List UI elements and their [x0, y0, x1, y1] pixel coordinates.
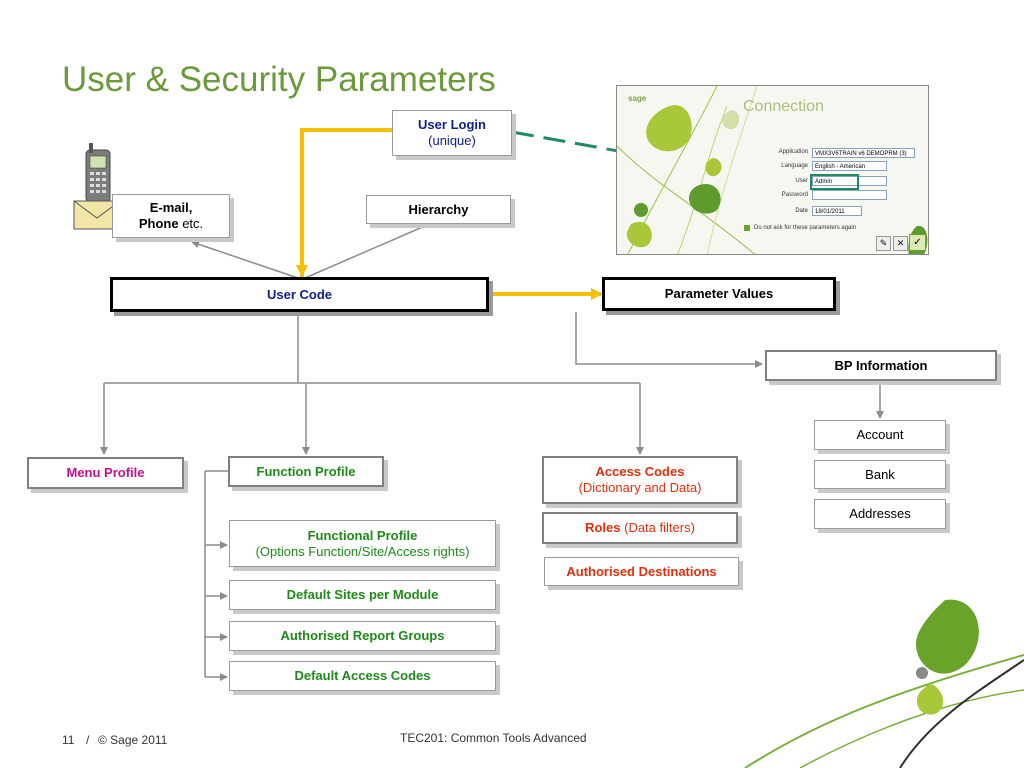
email-phone-box: E-mail, Phone etc.: [112, 194, 230, 238]
application-select[interactable]: VMX3V6TRAIN v6 DEMOPRM (3): [812, 148, 915, 158]
date-field[interactable]: 18/01/2011: [812, 206, 862, 216]
account-box: Account: [814, 420, 946, 450]
connection-heading: Connection: [743, 98, 824, 115]
footer-course-title: TEC201: Common Tools Advanced: [400, 731, 587, 745]
page-title: User & Security Parameters: [62, 60, 496, 99]
footer-copyright: © Sage 2011: [98, 733, 168, 747]
user-code-box: User Code: [110, 277, 489, 312]
password-label: Password: [781, 192, 808, 198]
password-field[interactable]: [812, 190, 887, 200]
date-label: Date: [795, 208, 808, 214]
access-codes-label: Access Codes: [595, 464, 685, 479]
language-select[interactable]: English - American: [812, 161, 887, 171]
email-label: E-mail,: [149, 200, 193, 215]
default-access-codes-box: Default Access Codes: [229, 661, 496, 691]
addresses-box: Addresses: [814, 499, 946, 529]
mobile-phone-icon: [85, 143, 111, 203]
footer-separator: /: [86, 733, 90, 747]
functional-profile-box: Functional Profile (Options Function/Sit…: [229, 520, 496, 567]
user-login-to-screenshot-link: [511, 130, 809, 187]
etc-label: etc.: [178, 216, 204, 231]
authorised-report-groups-box: Authorised Report Groups: [229, 621, 496, 651]
functional-profile-label: Functional Profile: [307, 527, 418, 543]
bp-information-box: BP Information: [765, 350, 997, 381]
admin-field-highlight: [810, 174, 859, 190]
user-code-to-hierarchy-arrow: [304, 221, 435, 279]
user-login-label: User Login: [418, 117, 486, 132]
phone-label: Phone: [138, 216, 179, 231]
parameter-values-box: Parameter Values: [602, 277, 836, 311]
connection-screenshot: sage Connection Application VMX3V6TRAIN …: [616, 85, 929, 255]
access-codes-sub: (Dictionary and Data): [578, 480, 702, 495]
remember-checkbox[interactable]: [744, 225, 750, 231]
user-code-to-user-login-connector: [296, 128, 392, 277]
default-sites-box: Default Sites per Module: [229, 580, 496, 610]
function-profile-children-connector: [204, 470, 228, 681]
user-field[interactable]: Admin: [812, 176, 887, 186]
remember-label: Do not ask for these parameters again: [754, 225, 857, 231]
roles-sub: (Data filters): [620, 520, 695, 535]
user-code-to-email-arrow: [191, 240, 299, 279]
footer-page-number: 11: [62, 733, 75, 747]
bank-box: Bank: [814, 460, 946, 489]
hierarchy-box: Hierarchy: [366, 195, 511, 224]
menu-profile-box: Menu Profile: [27, 457, 184, 489]
parameter-values-to-bp-arrow: [575, 312, 763, 368]
language-label: Language: [781, 163, 808, 169]
roles-label: Roles: [585, 520, 621, 535]
application-label: Application: [778, 149, 808, 155]
functional-profile-sub: (Options Function/Site/Access rights): [255, 543, 470, 559]
confirm-button[interactable]: ✓: [909, 234, 926, 251]
roles-box: Roles (Data filters): [542, 512, 738, 544]
access-codes-box: Access Codes (Dictionary and Data): [542, 456, 738, 504]
edit-button[interactable]: ✎: [876, 236, 891, 251]
authorised-destinations-box: Authorised Destinations: [544, 557, 739, 586]
user-label: User: [795, 178, 808, 184]
function-profile-box: Function Profile: [228, 456, 384, 487]
user-code-tree-connector: [100, 312, 644, 455]
sage-logo: sage: [628, 94, 647, 103]
decorative-leaves: [744, 599, 1024, 768]
user-login-box: User Login (unique): [392, 110, 512, 156]
user-login-sub: (unique): [428, 133, 476, 148]
cancel-button[interactable]: ✕: [893, 236, 908, 251]
